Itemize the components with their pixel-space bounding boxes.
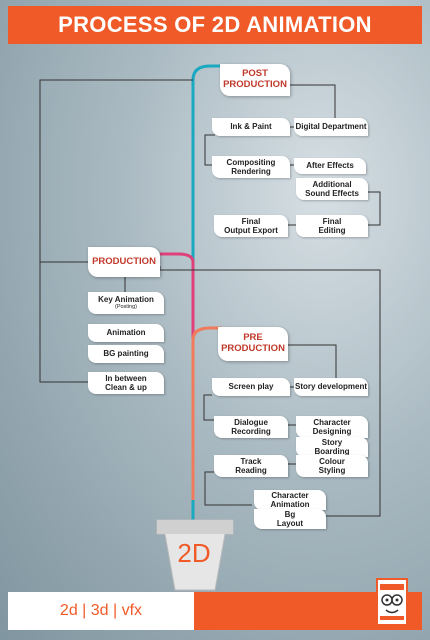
pot-rim — [157, 520, 233, 534]
character-designing-line1: Character — [313, 417, 351, 427]
story-boarding-box: Story Boarding — [296, 437, 368, 457]
post-stage-line2: PRODUCTION — [223, 79, 287, 90]
ink-paint-box: Ink & Paint — [212, 118, 290, 136]
key-animation-note: (Posting) — [114, 304, 137, 311]
bg-painting-label: BG painting — [103, 349, 149, 359]
key-animation-label: Key Animation — [98, 295, 154, 305]
character-animation-line1: Character — [271, 490, 309, 500]
production-stage-label: PRODUCTION — [92, 255, 156, 267]
screen-play-label: Screen play — [228, 382, 274, 392]
dialogue-recording-line1: Dialogue — [234, 417, 268, 427]
character-designing-line2: Designing — [312, 427, 352, 436]
pre-stage-line1: PRE — [243, 332, 263, 344]
brand-logo — [376, 578, 408, 626]
track-reading-line1: Track — [240, 456, 262, 466]
animation-box: Animation — [88, 324, 164, 342]
screen-play-box: Screen play — [212, 378, 290, 396]
character-animation-box: Character Animation — [254, 490, 326, 510]
after-effects-box: After Effects — [294, 158, 366, 174]
story-boarding-line1: Story — [321, 437, 343, 447]
final-editing-box: Final Editing — [296, 215, 368, 237]
character-animation-line2: Animation — [270, 500, 310, 509]
production-stem-line — [160, 252, 195, 420]
digital-department-label: Digital Department — [295, 122, 367, 132]
pre-production-stage: PRE PRODUCTION — [218, 327, 288, 361]
track-reading-line2: Reading — [235, 466, 267, 475]
bg-layout-box: Bg Layout — [254, 509, 326, 529]
in-between-line2: Clean & up — [105, 383, 147, 392]
additional-sound-line1: Additional — [312, 179, 352, 189]
colour-styling-box: Colour Styling — [296, 455, 368, 477]
bg-painting-box: BG painting — [88, 345, 164, 363]
compositing-box: Compositing Rendering — [212, 156, 290, 178]
compositing-line1: Compositing — [226, 157, 276, 167]
bg-layout-line2: Layout — [276, 519, 304, 528]
final-output-box: Final Output Export — [214, 215, 288, 237]
dialogue-recording-line2: Recording — [231, 427, 271, 436]
production-stage: PRODUCTION — [88, 247, 160, 277]
colour-styling-line2: Styling — [318, 466, 346, 475]
after-effects-label: After Effects — [306, 161, 354, 171]
in-between-line1: In between — [105, 373, 147, 383]
additional-sound-box: Additional Sound Effects — [296, 178, 368, 200]
track-reading-box: Track Reading — [214, 455, 288, 477]
post-production-stage: POST PRODUCTION — [220, 64, 290, 96]
post-stage-line1: POST — [242, 68, 268, 80]
story-development-box: Story development — [294, 378, 368, 396]
pre-stage-line2: PRODUCTION — [221, 343, 285, 354]
compositing-line2: Rendering — [231, 167, 271, 176]
final-editing-line2: Editing — [318, 226, 346, 235]
final-output-line2: Output Export — [224, 226, 278, 235]
post-connectors — [204, 75, 381, 226]
logo-face-icon — [380, 584, 404, 620]
bg-layout-line1: Bg — [284, 509, 296, 519]
pre-stem-line — [191, 326, 222, 500]
colour-styling-line1: Colour — [319, 456, 345, 466]
final-output-line1: Final — [241, 216, 261, 226]
story-development-label: Story development — [294, 382, 367, 392]
ink-paint-label: Ink & Paint — [230, 122, 272, 132]
production-connectors — [39, 79, 381, 517]
digital-department-box: Digital Department — [294, 118, 368, 136]
story-boarding-line2: Boarding — [314, 447, 350, 456]
in-between-box: In between Clean & up — [88, 372, 164, 394]
animation-label: Animation — [106, 328, 146, 338]
final-editing-line1: Final — [322, 216, 342, 226]
character-designing-box: Character Designing — [296, 416, 368, 438]
page-title: PROCESS OF 2D ANIMATION — [8, 6, 422, 44]
footer-tags: 2d | 3d | vfx — [8, 592, 194, 630]
additional-sound-line2: Sound Effects — [305, 189, 359, 198]
key-animation-box: Key Animation (Posting) — [88, 292, 164, 314]
pot-label: 2D — [177, 538, 211, 568]
dialogue-recording-box: Dialogue Recording — [214, 416, 288, 438]
